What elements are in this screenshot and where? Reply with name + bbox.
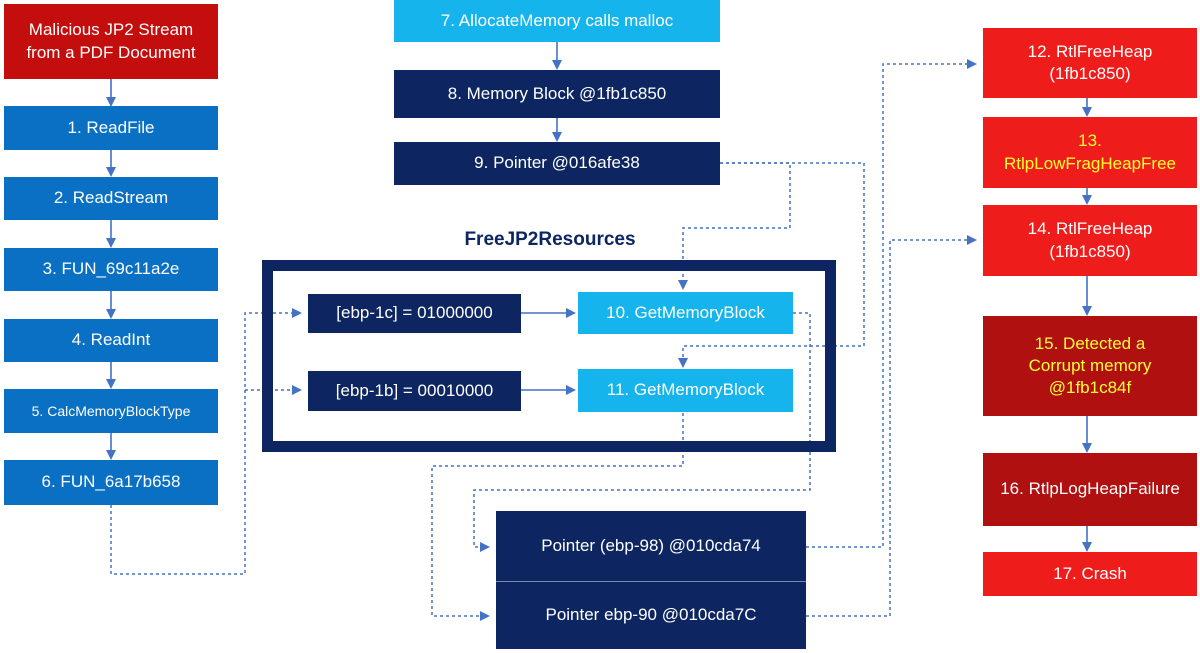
dotted-10-to-ptr98: [473, 312, 811, 552]
step-11-getmemoryblock: 11. GetMemoryBlock: [578, 369, 793, 412]
pointer-ebp-90: Pointer ebp-90 @010cda7C: [496, 582, 806, 649]
step-7-label: 7. AllocateMemory calls malloc: [440, 10, 674, 30]
step-1-label: 1. ReadFile: [67, 117, 155, 137]
step-11-label: 11. GetMemoryBlock: [606, 380, 765, 400]
pointer-ebp-98: Pointer (ebp-98) @010cda74: [496, 511, 806, 581]
step-3-fun69c11a2e: 3. FUN_69c11a2e: [4, 248, 218, 291]
step-12-rtlfreeheap: 12. RtlFreeHeap (1fb1c850): [983, 28, 1197, 98]
step-10-getmemoryblock: 10. GetMemoryBlock: [578, 292, 793, 334]
freejp2resources-group: [262, 260, 836, 452]
ebp-1b-label: [ebp-1b] = 00010000: [335, 380, 494, 400]
step-1-readfile: 1. ReadFile: [4, 106, 218, 150]
step-5-label: 5. CalcMemoryBlockType: [31, 402, 191, 419]
group-title: FreeJP2Resources: [464, 229, 636, 250]
step-9-label: 9. Pointer @016afe38: [474, 153, 640, 173]
step-15-label: 15. Detected a Corrupt memory @1fb1c84f: [1028, 333, 1152, 398]
ebp-1b-value: [ebp-1b] = 00010000: [308, 371, 521, 411]
step-12-label: 12. RtlFreeHeap (1fb1c850): [1027, 41, 1153, 83]
step-15-corrupt-memory: 15. Detected a Corrupt memory @1fb1c84f: [983, 316, 1197, 416]
ebp-1c-label: [ebp-1c] = 01000000: [336, 303, 493, 323]
step-14-rtlfreeheap: 14. RtlFreeHeap (1fb1c850): [983, 205, 1197, 276]
ebp-1c-value: [ebp-1c] = 01000000: [308, 294, 521, 333]
step-6-label: 6. FUN_6a17b658: [41, 472, 181, 492]
step-8-memory-block: 8. Memory Block @1fb1c850: [394, 70, 720, 118]
pointer-ebp-90-label: Pointer ebp-90 @010cda7C: [545, 605, 757, 625]
step-13-rtlplowfragheapfree: 13. RtlpLowFragHeapFree: [983, 117, 1197, 188]
step-7-allocatememory: 7. AllocateMemory calls malloc: [394, 0, 720, 42]
pointer-divider: [496, 581, 806, 582]
source-jp2-stream: Malicious JP2 Stream from a PDF Document: [4, 4, 218, 79]
step-14-label: 14. RtlFreeHeap (1fb1c850): [1027, 219, 1153, 261]
step-9-pointer: 9. Pointer @016afe38: [394, 142, 720, 185]
dotted-9-to-11: [678, 162, 865, 368]
pointer-ebp-98-label: Pointer (ebp-98) @010cda74: [541, 535, 761, 555]
dotted-ptr98-to-12: [806, 59, 977, 548]
step-4-readint: 4. ReadInt: [4, 319, 218, 362]
dotted-9-to-10: [678, 162, 791, 290]
step-17-crash: 17. Crash: [983, 552, 1197, 596]
step-4-label: 4. ReadInt: [71, 330, 151, 350]
step-13-label: 13. RtlpLowFragHeapFree: [1004, 131, 1176, 173]
step-5-calcmemoryblocktype: 5. CalcMemoryBlockType: [4, 389, 218, 433]
step-8-label: 8. Memory Block @1fb1c850: [447, 83, 667, 103]
step-6-fun6a17b658: 6. FUN_6a17b658: [4, 460, 218, 505]
step-16-label: 16. RtlpLogHeapFailure: [1000, 479, 1180, 499]
step-10-label: 10. GetMemoryBlock: [606, 302, 765, 322]
step-3-label: 3. FUN_69c11a2e: [42, 259, 180, 279]
step-17-label: 17. Crash: [1053, 563, 1127, 583]
step-16-rtlploghepfailure: 16. RtlpLogHeapFailure: [983, 453, 1197, 526]
step-2-label: 2. ReadStream: [53, 188, 169, 208]
source-label: Malicious JP2 Stream from a PDF Document: [26, 20, 196, 62]
step-2-readstream: 2. ReadStream: [4, 177, 218, 220]
dotted-ptr90-to-14: [806, 235, 977, 617]
